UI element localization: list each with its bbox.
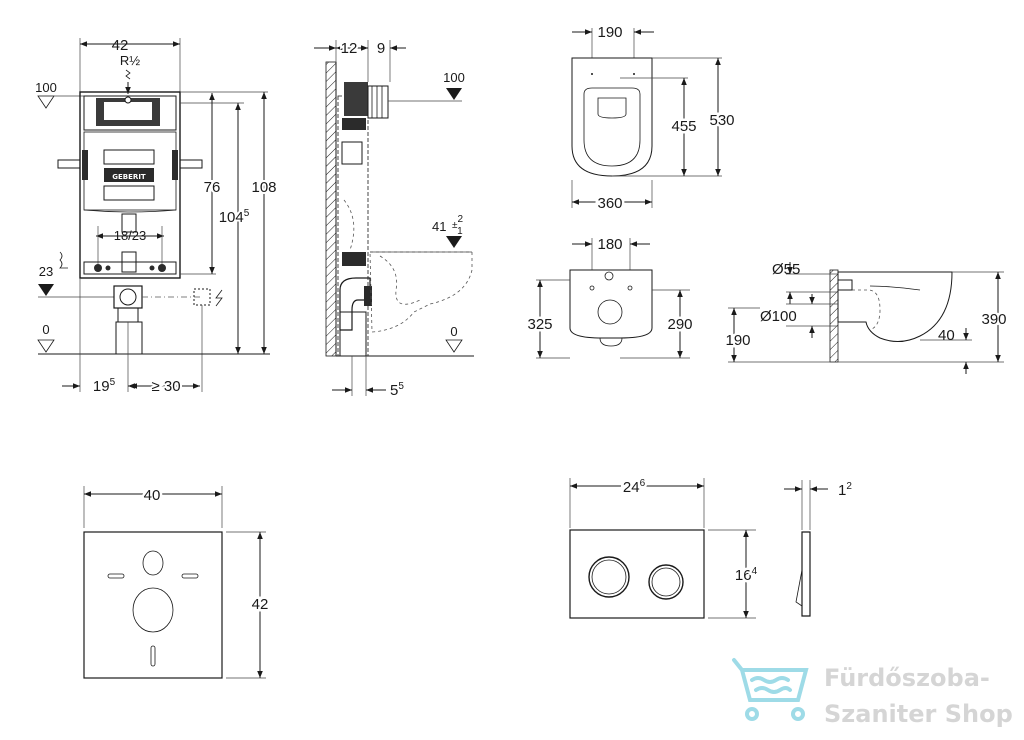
bowl-top-width-label: 190 (597, 24, 622, 41)
pad-width-label: 40 (144, 487, 161, 504)
shop-watermark: Fürdőszoba- Szaniter Shop (732, 658, 1013, 728)
bowl-front-view: 180 325 290 (525, 236, 695, 359)
bowl-front-width-label: 180 (597, 236, 622, 253)
plate-height-label: 164 (735, 566, 758, 584)
frame-brand-label: GEBERIT (112, 173, 146, 181)
frame-height-total-label: 108 (251, 179, 276, 196)
insulation-pad-view: 40 42 (83, 485, 271, 679)
frame-width-label: 42 (112, 37, 129, 54)
side-top-ref-label: 100 (443, 70, 465, 85)
frame-pipe-label: R½ (120, 53, 140, 68)
bowl-top-width-total-label: 360 (597, 195, 622, 212)
bowl-top-view: 190 455 530 360 (571, 24, 737, 215)
frame-spacing-label: 18/23 (114, 228, 147, 243)
watermark-line1: Fürdőszoba- (824, 664, 990, 692)
frame-top-ref-label: 100 (35, 80, 57, 95)
frame-clearance-label: ≥ 30 (151, 378, 180, 395)
side-bottom-label: 55 (390, 381, 404, 399)
frame-flush-height-label: 76 (204, 179, 221, 196)
frame-front-view: 42 R½ 100 GEBERIT 18/23 (35, 37, 278, 397)
side-depth-b-label: 9 (377, 40, 385, 57)
bowl-top-inner-label: 455 (671, 118, 696, 135)
frame-floor-label: 0 (42, 322, 49, 337)
bathtub-logo-icon (732, 658, 809, 721)
bowl-side-d55-label: Ø55 (772, 261, 800, 278)
bowl-front-right-label: 290 (667, 316, 692, 333)
frame-offset-label: 195 (93, 377, 116, 395)
watermark-line2: Szaniter Shop (824, 700, 1013, 728)
bowl-side-h40-label: 40 (938, 327, 955, 344)
side-depth-a-label: 12 (341, 40, 358, 57)
flush-plate-view: 246 164 12 (569, 476, 852, 619)
bowl-front-left-label: 325 (527, 316, 552, 333)
plate-width-label: 246 (623, 478, 646, 496)
bowl-side-h390-label: 390 (981, 311, 1006, 328)
plate-thickness-label: 12 (838, 481, 852, 499)
frame-outlet-label: 23 (39, 264, 53, 279)
bowl-top-length-label: 530 (709, 112, 734, 129)
frame-height-a-label: 1045 (219, 208, 250, 226)
bowl-side-d100-label: Ø100 (760, 308, 797, 325)
bowl-side-view: Ø55 Ø100 190 40 390 (723, 261, 1009, 374)
pad-height-label: 42 (252, 596, 269, 613)
bowl-side-h190-label: 190 (725, 332, 750, 349)
side-seat-label: 41 (432, 219, 446, 234)
side-floor-label: 0 (450, 324, 457, 339)
